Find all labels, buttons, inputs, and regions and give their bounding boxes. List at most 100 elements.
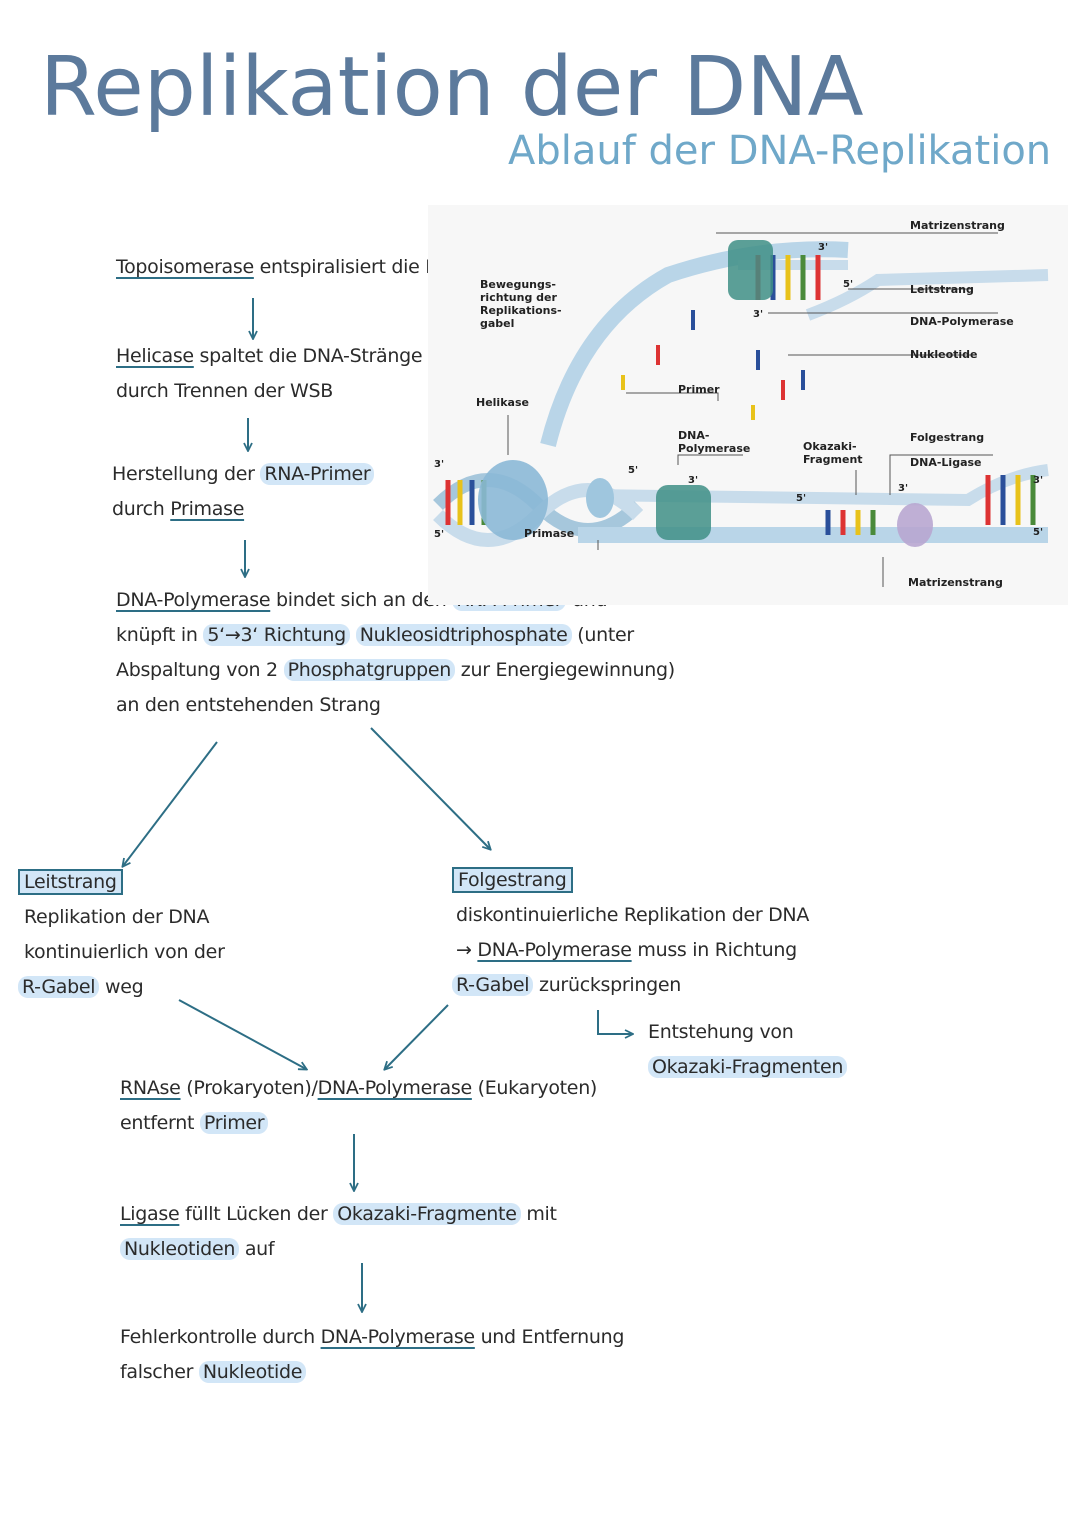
- label-3-prime: 3': [753, 309, 763, 320]
- arrow-okazaki: [597, 1010, 632, 1034]
- label-nukleotide: Nukleotide: [910, 348, 978, 361]
- label-bewegung-4: gabel: [480, 317, 514, 330]
- label-dna-ligase: DNA-Ligase: [910, 456, 982, 469]
- step-helicase: Helicase spaltet die DNA-Stränge durch T…: [116, 339, 423, 409]
- label-leitstrang: Leitstrang: [910, 283, 974, 296]
- step-topoisomerase: Topoisomerase entspiralisiert die DNA: [116, 250, 467, 285]
- label-5-prime: 5': [843, 279, 853, 290]
- text: Abspaltung von 2: [116, 659, 284, 681]
- dna-polymerase-enzyme: [656, 485, 711, 540]
- text: füllt Lücken der: [179, 1203, 334, 1225]
- step-ligase: Ligase füllt Lücken der Okazaki-Fragment…: [120, 1197, 557, 1267]
- text: →: [456, 939, 478, 961]
- term-r-gabel: R-Gabel: [18, 976, 100, 998]
- arrow-to-folgestrang: [370, 727, 490, 849]
- text: Entstehung von: [648, 1021, 794, 1043]
- label-bewegung-2: richtung der: [480, 291, 558, 304]
- text: (Eukaryoten): [471, 1077, 598, 1099]
- text: falscher: [120, 1361, 199, 1383]
- dna-replication-figure: Matrizenstrang Leitstrang DNA-Polymerase…: [428, 205, 1068, 605]
- text: entfernt: [120, 1112, 200, 1134]
- folgestrang-block: Folgestrang diskontinuierliche Replikati…: [452, 863, 809, 1003]
- term-nukleosidtriphosphate: Nukleosidtriphosphate: [355, 624, 572, 646]
- label-primase: Primase: [524, 527, 574, 540]
- dna-ligase-enzyme: [897, 503, 933, 547]
- label-matrizenstrang-top: Matrizenstrang: [910, 219, 1005, 232]
- label-bewegung-1: Bewegungs-: [480, 278, 556, 291]
- text: zur Energiegewinnung): [455, 659, 675, 681]
- leitstrang-heading: Leitstrang: [18, 869, 123, 895]
- term-ligase: Ligase: [120, 1203, 180, 1225]
- step-fehlerkontrolle: Fehlerkontrolle durch DNA-Polymerase und…: [120, 1320, 624, 1390]
- term-primer: Primer: [199, 1112, 269, 1134]
- term-rnase: RNAse: [120, 1077, 181, 1099]
- text: durch Trennen der WSB: [116, 380, 333, 402]
- okazaki-note: Entstehung von Okazaki-Fragmenten: [648, 1015, 848, 1085]
- label-3-prime: 3': [434, 459, 444, 470]
- term-dna-polymerase: DNA-Polymerase: [320, 1326, 476, 1348]
- label-dna-pol-mid-1: DNA-: [678, 429, 709, 442]
- text: durch: [112, 498, 171, 520]
- label-5-prime: 5': [796, 493, 806, 504]
- label-helikase: Helikase: [476, 396, 529, 409]
- label-dna-polymerase-top: DNA-Polymerase: [910, 315, 1014, 328]
- label-5-prime: 5': [434, 529, 444, 540]
- text: weg: [99, 976, 144, 998]
- term-dna-polymerase: DNA-Polymerase: [116, 589, 271, 611]
- text: muss in Richtung: [631, 939, 797, 961]
- term-rna-primer: RNA-Primer: [260, 463, 375, 485]
- figure-leader-lines: [507, 232, 998, 587]
- term-r-gabel: R-Gabel: [452, 974, 534, 996]
- page-title: Replikation der DNA: [40, 40, 864, 135]
- label-okazaki-2: Fragment: [803, 453, 863, 466]
- text: diskontinuierliche Replikation der DNA: [456, 904, 810, 926]
- term-nukleotide: Nukleotide: [198, 1361, 307, 1383]
- term-okazaki-fragmente: Okazaki-Fragmenten: [648, 1056, 848, 1078]
- label-3-prime: 3': [1033, 475, 1043, 486]
- label-folgestrang: Folgestrang: [910, 431, 984, 444]
- term-okazaki-fragmente: Okazaki-Fragmente: [333, 1203, 521, 1225]
- text: spaltet die DNA-Stränge: [193, 345, 423, 367]
- term-dna-polymerase: DNA-Polymerase: [317, 1077, 473, 1099]
- text: mit: [520, 1203, 557, 1225]
- text: an den entstehenden Strang: [116, 694, 381, 716]
- text: (unter: [571, 624, 634, 646]
- text: knüpft in: [116, 624, 204, 646]
- label-matrizenstrang-bottom: Matrizenstrang: [908, 576, 1003, 589]
- label-primer: Primer: [678, 383, 720, 396]
- term-dna-polymerase: DNA-Polymerase: [477, 939, 632, 961]
- arrow-folge-to-rnase: [385, 1004, 449, 1069]
- free-nucleotides: [621, 310, 805, 420]
- dna-strands: [433, 241, 1049, 547]
- arrow-to-leitstrang: [123, 741, 218, 866]
- primase-enzyme: [586, 478, 614, 518]
- step-rnase: RNAse (Prokaryoten)/DNA-Polymerase (Euka…: [120, 1071, 597, 1141]
- label-5-prime: 5': [628, 465, 638, 476]
- term-nukleotiden: Nukleotiden: [120, 1238, 240, 1260]
- label-dna-pol-mid-2: Polymerase: [678, 442, 750, 455]
- term-primase: Primase: [170, 498, 245, 520]
- label-5-prime: 5': [1033, 527, 1043, 538]
- step-primer: Herstellung der RNA-Primer durch Primase: [112, 457, 375, 527]
- term-topoisomerase: Topoisomerase: [116, 256, 254, 278]
- figure-labels: Matrizenstrang Leitstrang DNA-Polymerase…: [434, 219, 1043, 589]
- label-bewegung-3: Replikations-: [480, 304, 562, 317]
- text: Herstellung der: [112, 463, 261, 485]
- label-3-prime: 3': [898, 483, 908, 494]
- text: Replikation der DNA: [24, 906, 210, 928]
- label-okazaki-1: Okazaki-: [803, 440, 857, 453]
- page-subtitle: Ablauf der DNA-Replikation: [508, 128, 1052, 174]
- folgestrang-heading: Folgestrang: [452, 867, 573, 893]
- text: entspiralisiert die DNA: [253, 256, 467, 278]
- text: Fehlerkontrolle durch: [120, 1326, 321, 1348]
- arrow-leit-to-rnase: [178, 999, 306, 1069]
- label-3-prime: 3': [818, 242, 828, 253]
- helikase-enzyme: [478, 460, 548, 540]
- enzymes: [478, 240, 933, 547]
- text: kontinuierlich von der: [24, 941, 225, 963]
- text: zurückspringen: [533, 974, 682, 996]
- label-3-prime: 3': [688, 475, 698, 486]
- text: auf: [239, 1238, 275, 1260]
- term-direction: 5‘→3‘ Richtung: [203, 624, 350, 646]
